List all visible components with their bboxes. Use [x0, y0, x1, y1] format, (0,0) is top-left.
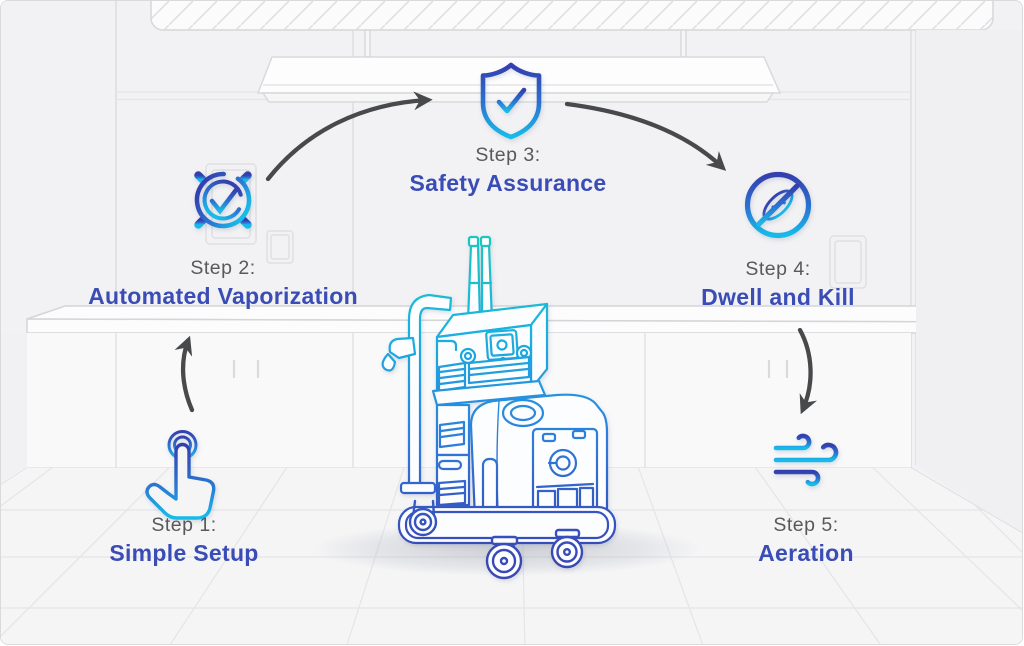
arrow-step4-step5 [797, 327, 817, 415]
step-3-label: Step 3: [475, 144, 541, 166]
step-2-title: Automated Vaporization [88, 283, 358, 309]
ceiling-light [256, 29, 782, 103]
gear-check-icon [184, 161, 262, 239]
cart-head-unit [431, 302, 549, 407]
cart-casters [408, 499, 584, 580]
shield-check-icon [480, 62, 542, 140]
step-2-label: Step 2: [190, 257, 256, 279]
step-3-group: Step 3: Safety Assurance [410, 144, 607, 197]
side-walls [1, 30, 1022, 535]
step-5-title: Aeration [758, 540, 854, 566]
arrow-step1-step2 [174, 335, 195, 413]
arrow-step2-step3 [265, 91, 433, 182]
disinfection-cart-illustration [381, 235, 617, 580]
wind-icon [773, 433, 839, 487]
step-1-label: Step 1: [151, 514, 217, 536]
step-4-group: Step 4: Dwell and Kill [701, 258, 855, 311]
flow-arrows [174, 91, 817, 415]
tap-icon [145, 430, 216, 520]
step-icons [145, 62, 839, 520]
no-germ-icon [744, 171, 812, 239]
cabinet-handles [232, 360, 789, 378]
step-1-group: Step 1: Simple Setup [109, 514, 258, 567]
ceiling-vent [150, 1, 994, 31]
caster-wheel [550, 528, 584, 569]
cart-handle-pole [381, 293, 453, 495]
step-2-group: Step 2: Automated Vaporization [88, 257, 358, 310]
step-5-label: Step 5: [773, 514, 839, 536]
step-3-title: Safety Assurance [409, 170, 607, 196]
caster-wheel [408, 499, 438, 537]
step-4-title: Dwell and Kill [701, 284, 855, 310]
cart-column [435, 403, 471, 507]
cart-vents [437, 355, 531, 393]
step-5-group: Step 5: Aeration [758, 514, 854, 567]
caster-wheel [485, 535, 523, 580]
cart-screen [485, 329, 519, 364]
cart-nozzles [466, 235, 494, 323]
step-1-title: Simple Setup [109, 540, 259, 566]
step-4-label: Step 4: [745, 258, 811, 280]
arrow-step3-step4 [564, 101, 727, 171]
